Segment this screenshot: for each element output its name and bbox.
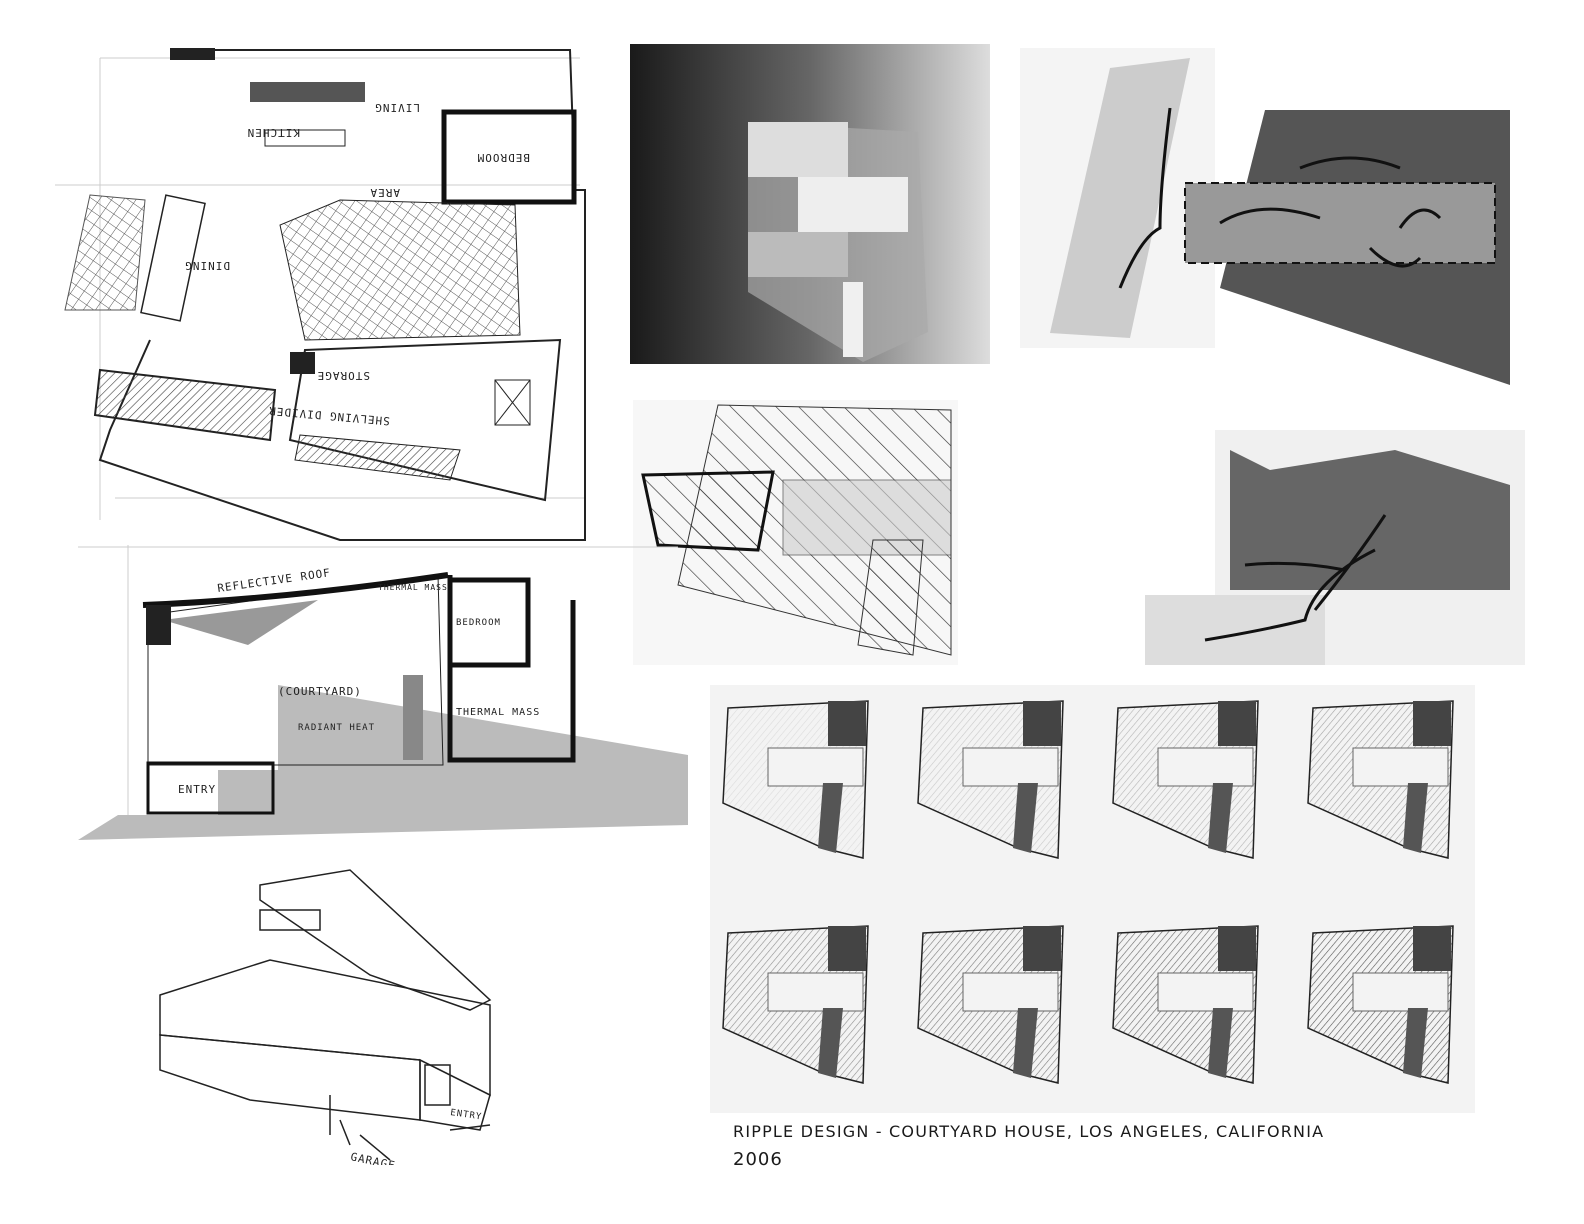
hatched-plan-sketch bbox=[633, 400, 958, 665]
label-living: LIVING bbox=[374, 101, 420, 114]
label-storage: STORAGE bbox=[317, 369, 370, 382]
shadow-study bbox=[1307, 925, 1454, 1084]
label-bedroom: BEDROOM bbox=[477, 151, 530, 164]
shadow-study bbox=[1112, 925, 1259, 1084]
label-kitchen: KITCHEN bbox=[247, 126, 300, 139]
label-entry: ENTRY bbox=[450, 1108, 483, 1122]
caption-title: RIPPLE DESIGN - COURTYARD HOUSE, LOS ANG… bbox=[733, 1122, 1325, 1141]
section-sketch: REFLECTIVE ROOF THERMAL MASS BEDROOM (CO… bbox=[78, 545, 693, 845]
perspective-sketch: GARAGE ENTRY bbox=[150, 860, 550, 1165]
label-garage: GARAGE bbox=[349, 1150, 396, 1165]
airflow-sketch-bottom bbox=[1145, 430, 1525, 665]
airflow-sketch-top bbox=[1020, 48, 1515, 388]
shaded-plan-sketch bbox=[628, 42, 998, 372]
caption-year: 2006 bbox=[733, 1149, 783, 1170]
label-divider: SHELVING DIVIDER bbox=[268, 404, 391, 428]
shadow-study bbox=[917, 700, 1064, 859]
label-dining: DINING bbox=[184, 259, 230, 272]
label-entry: ENTRY bbox=[178, 783, 216, 796]
shadow-study bbox=[917, 925, 1064, 1084]
shadow-study bbox=[1112, 700, 1259, 859]
label-bedroom: BEDROOM bbox=[456, 618, 501, 628]
shadow-studies-grid bbox=[710, 685, 1475, 1113]
shadow-study bbox=[722, 925, 869, 1084]
label-thermal-mass-top: THERMAL MASS bbox=[378, 583, 448, 592]
shadow-study bbox=[1307, 700, 1454, 859]
label-courtyard: (COURTYARD) bbox=[278, 685, 362, 698]
label-thermal-mass: THERMAL MASS bbox=[456, 707, 540, 718]
floor-plan-sketch: KITCHEN LIVING BEDROOM DINING SHELVING D… bbox=[40, 40, 600, 550]
shadow-study bbox=[722, 700, 869, 859]
label-radiant-heat: RADIANT HEAT bbox=[298, 723, 375, 733]
label-area: AREA bbox=[370, 186, 401, 199]
